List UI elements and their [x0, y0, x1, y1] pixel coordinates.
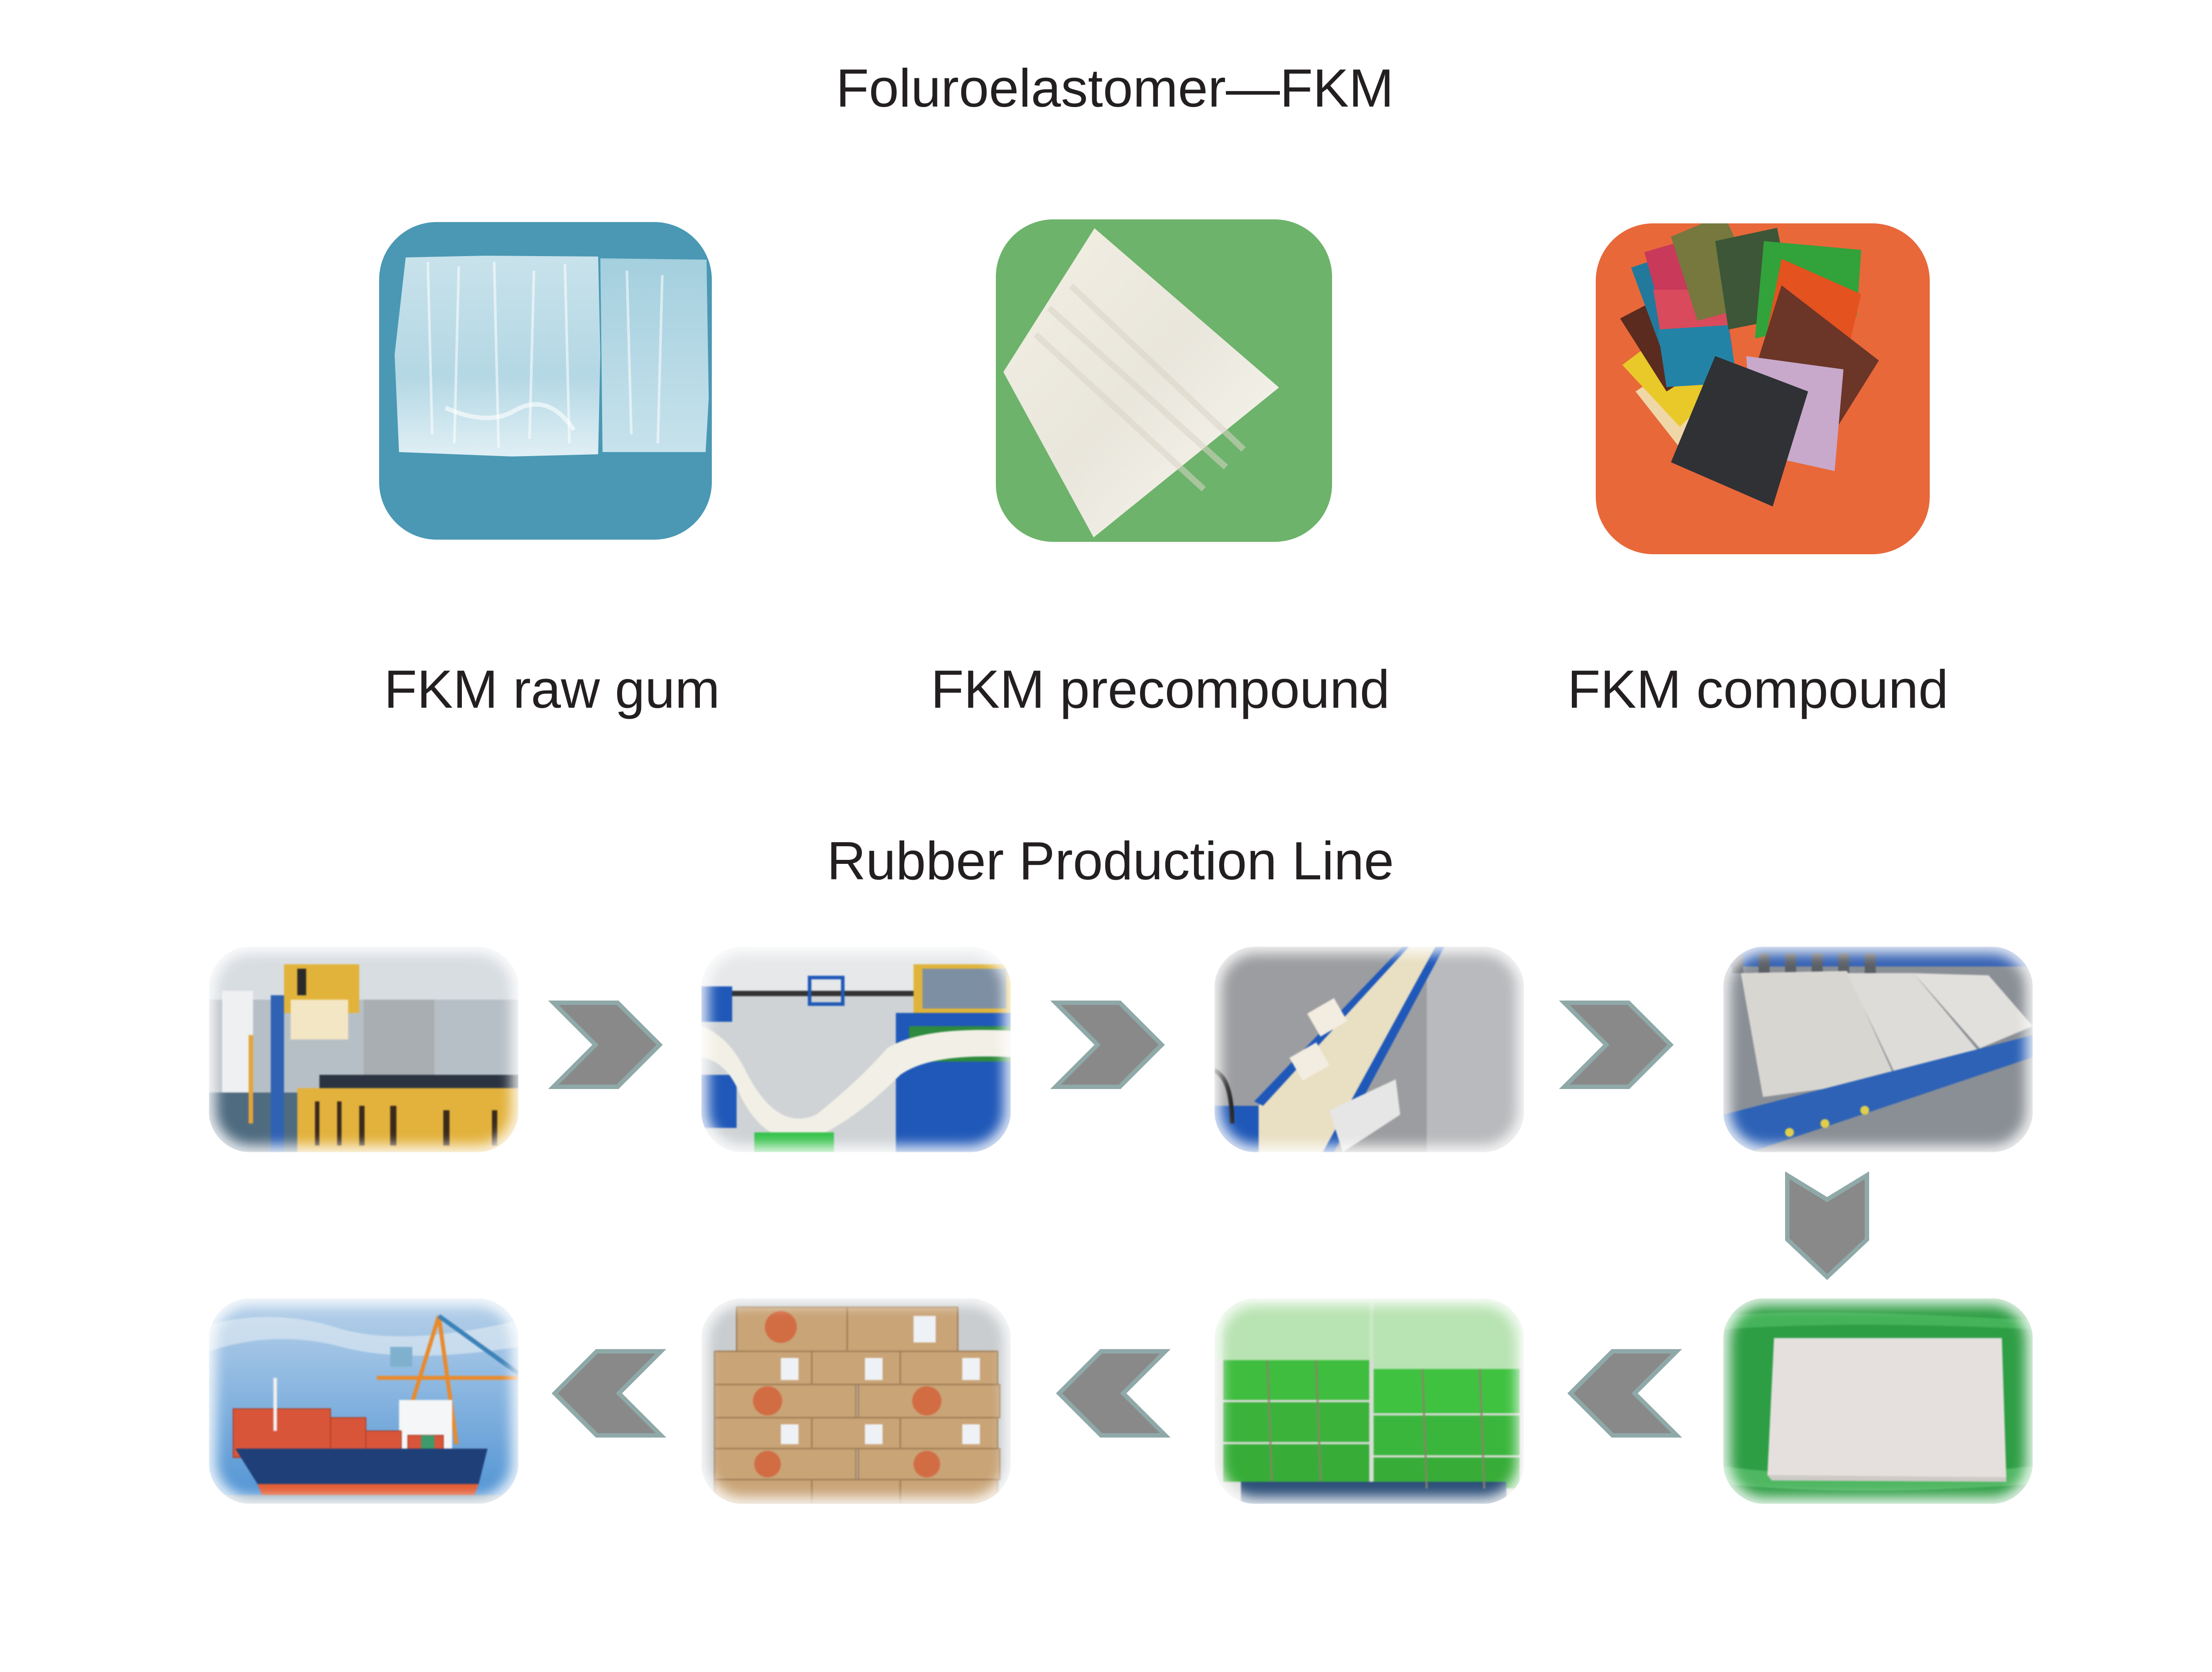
product-image-compound	[1596, 223, 1930, 554]
product-image-precompound	[996, 219, 1332, 542]
step-image-green-wrapped-pallet	[1214, 1298, 1524, 1504]
step-image-mixing-machine	[209, 947, 518, 1152]
production-line-title: Rubber Production Line	[827, 831, 1394, 891]
step-image-sheet-calendering	[701, 947, 1011, 1152]
flow-arrow-left-icon	[1056, 1349, 1171, 1438]
flow-arrow-right-icon	[1050, 1001, 1165, 1089]
step-image-roller-table-cooling	[1723, 947, 2033, 1152]
step-image-sheet-on-green-film	[1723, 1298, 2033, 1504]
flow-arrow-down-icon	[1785, 1171, 1869, 1280]
flow-arrow-right-icon	[1559, 1001, 1674, 1089]
product-label-precompound: FKM precompound	[931, 659, 1390, 719]
page-title: Foluroelastomer—FKM	[836, 58, 1394, 118]
product-image-raw-gum	[379, 222, 712, 540]
flow-arrow-left-icon	[1567, 1349, 1682, 1438]
product-label-compound: FKM compound	[1567, 659, 1949, 719]
step-image-cartons-palletized	[701, 1298, 1011, 1504]
product-label-raw-gum: FKM raw gum	[384, 659, 720, 719]
flow-arrow-right-icon	[548, 1001, 663, 1089]
step-image-conveyor-belt	[1214, 947, 1524, 1152]
step-image-container-ship	[209, 1298, 518, 1504]
flow-arrow-left-icon	[551, 1349, 667, 1438]
